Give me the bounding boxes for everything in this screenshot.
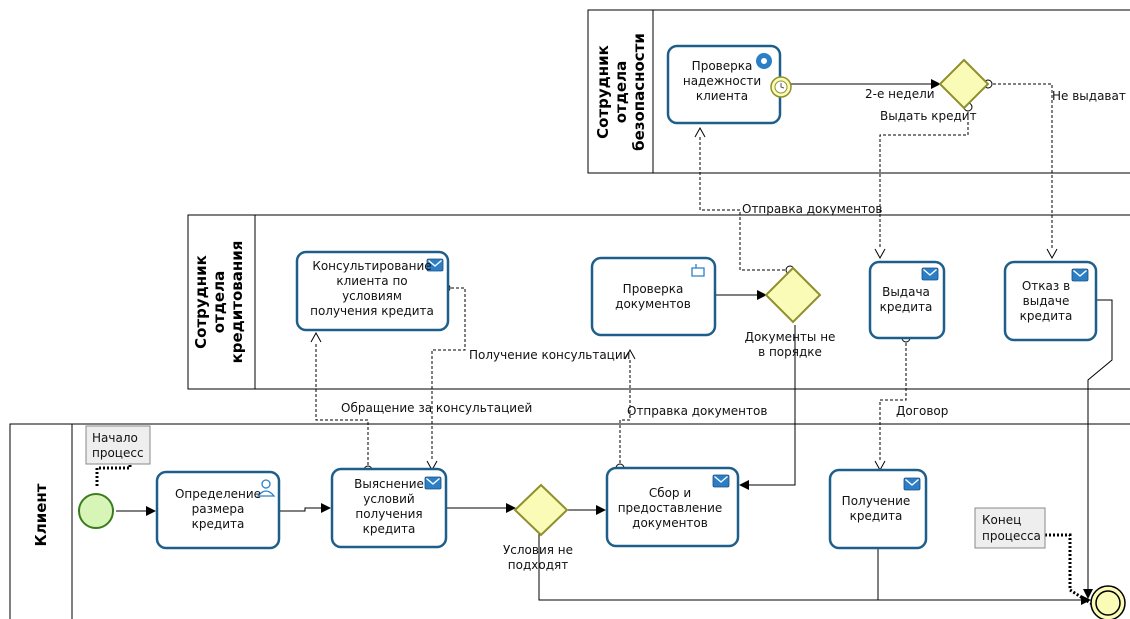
label-two-weeks: 2-е недели xyxy=(865,87,935,101)
task-label: размера xyxy=(192,502,245,516)
note-start-line1: Начало xyxy=(92,431,138,445)
task-label: Определение xyxy=(175,487,261,501)
gateway-terms[interactable] xyxy=(513,483,569,537)
lane-title-security-2: отдела xyxy=(612,61,630,123)
task-label: документов xyxy=(615,297,691,311)
flow-labels: 2-е недели Выдать кредит Не выдават Отпр… xyxy=(341,87,1126,572)
task-issue-credit[interactable]: Выдача кредита xyxy=(868,260,946,340)
task-label: получения кредита xyxy=(310,304,434,318)
gateway-docs[interactable] xyxy=(764,266,822,324)
task-label: условиям xyxy=(342,289,402,303)
task-label: Проверка xyxy=(623,282,684,296)
task-label: Получение xyxy=(842,494,911,508)
label-give-credit: Выдать кредит xyxy=(880,109,977,123)
task-label: кредита xyxy=(880,300,933,314)
start-event[interactable] xyxy=(78,493,114,529)
user-icon xyxy=(256,479,276,497)
lane-title-security-1: Сотрудник xyxy=(594,45,612,139)
task-label: кредита xyxy=(192,517,245,531)
task-label: Выяснение xyxy=(354,477,424,491)
note-end-line2: процесса xyxy=(982,529,1041,543)
note-end-line1: Конец xyxy=(982,513,1021,527)
label-contract: Договор xyxy=(896,404,948,418)
hand-icon xyxy=(691,264,705,277)
lane-title-credit-1: Сотрудник xyxy=(192,255,210,349)
task-label: документов xyxy=(632,516,708,530)
task-label: Проверка xyxy=(692,59,753,73)
task-label: клиента по xyxy=(336,274,407,288)
task-consulting[interactable]: Консультирование клиента по условиям пол… xyxy=(295,250,450,332)
task-label: надежности xyxy=(683,74,761,88)
task-collect-docs[interactable]: Сбор и предоставление документов xyxy=(605,466,740,548)
lane-title-security-3: безопасности xyxy=(630,33,648,151)
gateway-decision[interactable] xyxy=(938,58,990,110)
task-label: условий xyxy=(363,492,414,506)
label-terms-not-fit-1: Условия не xyxy=(503,543,573,557)
task-label: Выдача xyxy=(882,285,930,299)
task-label: клиента xyxy=(696,89,748,103)
label-no-give: Не выдават xyxy=(1052,89,1126,103)
task-label: Сбор и xyxy=(649,486,691,500)
task-label: выдаче xyxy=(1023,294,1070,308)
label-send-docs-bottom: Отправка документов xyxy=(627,404,767,418)
task-label: предоставление xyxy=(618,501,723,515)
note-start-line2: процесс xyxy=(92,446,144,460)
task-clarify-terms[interactable]: Выяснение условий получения кредита xyxy=(330,467,448,549)
task-label: получения xyxy=(355,507,422,521)
task-label: Отказ в xyxy=(1022,279,1070,293)
timer-icon xyxy=(770,76,792,98)
end-event[interactable] xyxy=(1090,585,1126,619)
message-flows xyxy=(310,79,1058,475)
task-check-docs[interactable]: Проверка документов xyxy=(590,256,717,337)
lane-title-credit-3: кредитования xyxy=(228,241,246,364)
lane-title-client: Клиент xyxy=(32,483,50,546)
lane-title-credit-2: отдела xyxy=(210,271,228,333)
sequence-flows xyxy=(116,79,1113,605)
task-label: кредита xyxy=(850,509,903,523)
task-define-size[interactable]: Определение размера кредита xyxy=(155,470,281,550)
task-label: кредита xyxy=(363,522,416,536)
task-receive-credit[interactable]: Получение кредита xyxy=(828,468,928,550)
envelope-icon xyxy=(903,477,921,491)
note-start: Начало процесс xyxy=(85,425,151,465)
envelope-icon xyxy=(1071,268,1089,282)
label-send-docs-top: Отправка документов xyxy=(742,202,882,216)
task-label: Консультирование xyxy=(312,259,431,273)
envelope-icon xyxy=(424,476,442,490)
task-refuse-credit[interactable]: Отказ в выдаче кредита xyxy=(1003,260,1098,342)
note-end: Конец процесса xyxy=(974,507,1046,549)
envelope-icon xyxy=(712,474,730,488)
label-terms-not-fit-2: подходят xyxy=(508,558,568,572)
label-docs-not-ok-2: в порядке xyxy=(758,345,822,359)
label-docs-not-ok-1: Документы не xyxy=(745,330,836,344)
envelope-icon xyxy=(921,267,939,281)
label-ask-consult: Обращение за консультацией xyxy=(341,401,532,415)
task-label: кредита xyxy=(1020,309,1073,323)
label-get-consult: Получение консультации xyxy=(469,348,630,362)
task-check-reliability[interactable]: Проверка надежности клиента xyxy=(666,44,792,125)
gear-icon xyxy=(756,53,772,69)
